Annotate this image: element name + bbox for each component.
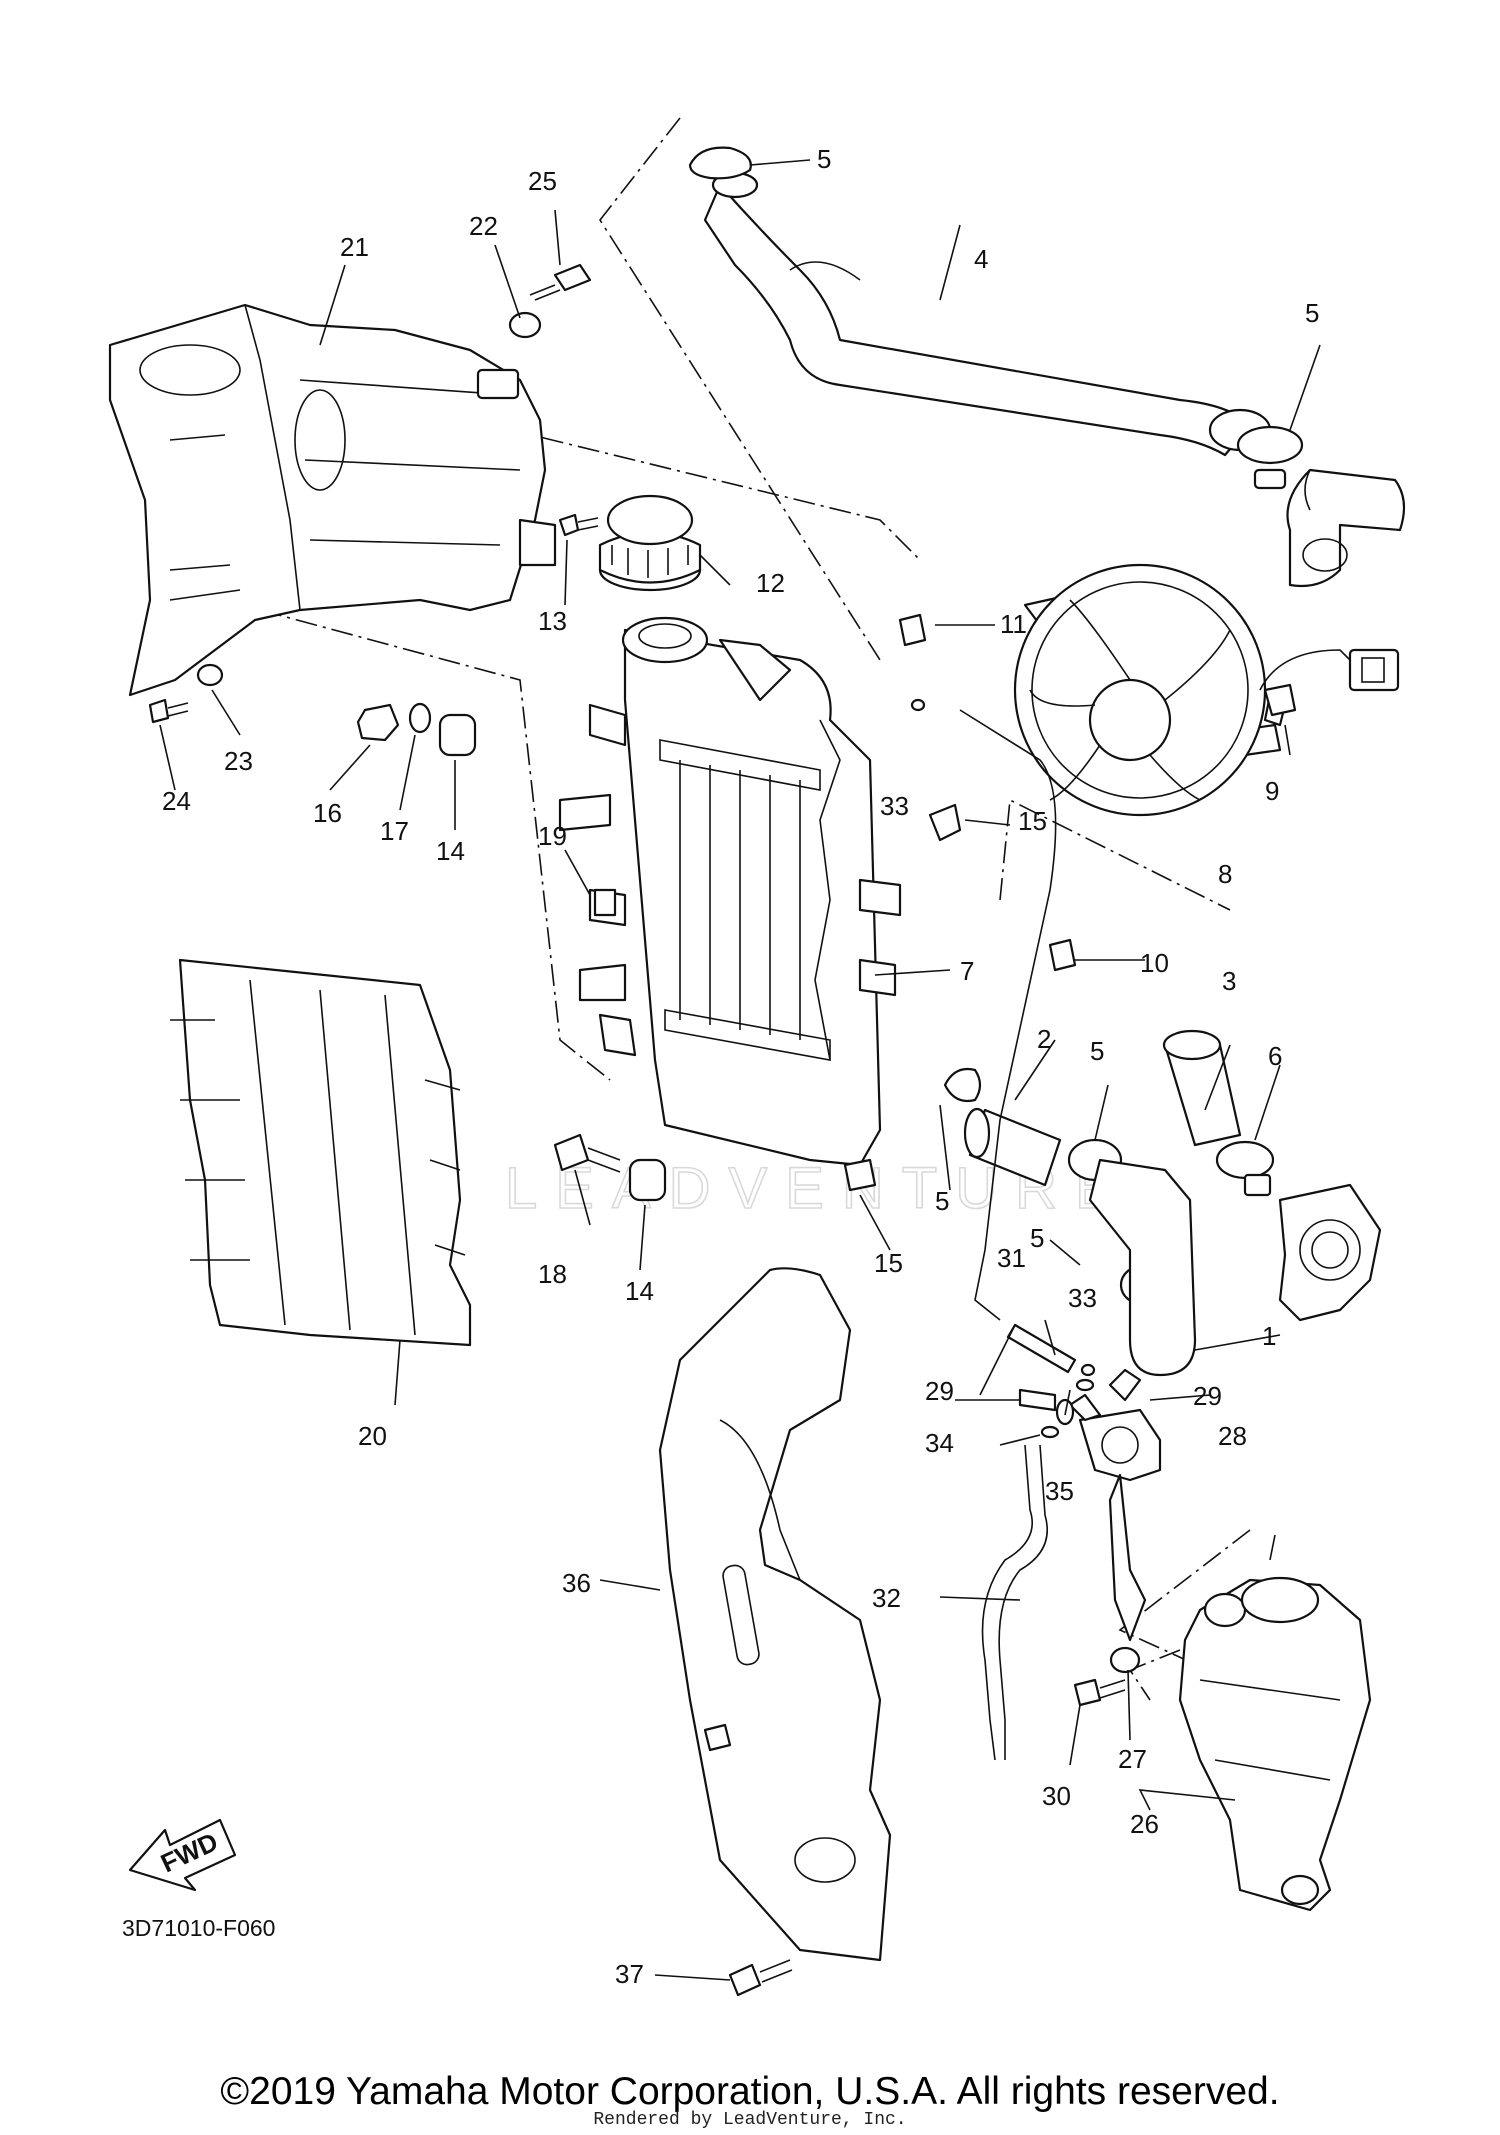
callout-29: 29 xyxy=(1193,1381,1222,1411)
callout-6: 6 xyxy=(1268,1041,1282,1071)
fwd-arrow: FWD xyxy=(128,1818,237,1892)
leader-lines xyxy=(159,159,1321,1981)
callout-27: 27 xyxy=(1118,1744,1147,1774)
callout-1: 1 xyxy=(1262,1321,1276,1351)
reservoir-tank xyxy=(1178,1576,1372,1912)
rendered-by-credit: Rendered by LeadVenture, Inc. xyxy=(593,2110,907,2130)
callout-3: 3 xyxy=(1222,966,1236,996)
thermostat-housing xyxy=(1286,468,1406,588)
callout-24: 24 xyxy=(162,786,191,816)
callout-22: 22 xyxy=(469,211,498,241)
upper-radiator-shroud xyxy=(108,303,557,697)
callout-34: 34 xyxy=(925,1428,954,1458)
callout-17: 17 xyxy=(380,816,409,846)
callout-4: 4 xyxy=(974,244,988,274)
callout-12: 12 xyxy=(756,568,785,598)
callout-26: 26 xyxy=(1130,1809,1159,1839)
water-pump-housing xyxy=(1278,1183,1382,1322)
reference-lines xyxy=(259,117,1251,1701)
callout-18: 18 xyxy=(538,1259,567,1289)
callout-33: 33 xyxy=(880,791,909,821)
lower-radiator-shroud xyxy=(170,958,472,1347)
callout-30: 30 xyxy=(1042,1781,1071,1811)
callout-28: 28 xyxy=(1218,1421,1247,1451)
callout-20: 20 xyxy=(358,1421,387,1451)
callout-5: 5 xyxy=(1030,1223,1044,1253)
callout-19: 19 xyxy=(538,821,567,851)
short-hose xyxy=(963,1107,1062,1187)
callout-10: 10 xyxy=(1140,948,1169,978)
fasteners xyxy=(148,263,1297,1997)
callout-29: 29 xyxy=(925,1376,954,1406)
callout-5: 5 xyxy=(817,144,831,174)
callout-36: 36 xyxy=(562,1568,591,1598)
callout-5: 5 xyxy=(1090,1036,1104,1066)
callout-5: 5 xyxy=(1305,298,1319,328)
copyright-notice: ©2019 Yamaha Motor Corporation, U.S.A. A… xyxy=(220,2070,1280,2113)
callout-21: 21 xyxy=(340,232,369,262)
elbow-hose xyxy=(1162,1029,1242,1147)
upper-radiator-hose xyxy=(703,171,1272,457)
callout-2: 2 xyxy=(1037,1024,1051,1054)
callout-5: 5 xyxy=(935,1186,949,1216)
callout-25: 25 xyxy=(528,166,557,196)
callout-numbers: 5 25 22 21 4 5 12 13 11 23 24 9 16 17 33… xyxy=(162,144,1319,1989)
callout-35: 35 xyxy=(1045,1476,1074,1506)
radiator-cap xyxy=(598,494,702,592)
side-cover xyxy=(658,1267,892,1962)
callout-14: 14 xyxy=(436,836,465,866)
callout-14: 14 xyxy=(625,1276,654,1306)
callout-15: 15 xyxy=(1018,806,1047,836)
callout-37: 37 xyxy=(615,1959,644,1989)
callout-11: 11 xyxy=(1000,609,1027,639)
callout-32: 32 xyxy=(872,1583,901,1613)
fitting xyxy=(1215,1140,1275,1197)
callout-7: 7 xyxy=(960,956,974,986)
callout-8: 8 xyxy=(1218,859,1232,889)
callout-16: 16 xyxy=(313,798,342,828)
callout-31: 31 xyxy=(997,1243,1026,1273)
breather-valve-assembly xyxy=(959,709,1162,1761)
callout-33: 33 xyxy=(1068,1283,1097,1313)
callout-15: 15 xyxy=(874,1248,903,1278)
callout-23: 23 xyxy=(224,746,253,776)
callout-9: 9 xyxy=(1265,776,1279,806)
lower-radiator-hose xyxy=(1088,1158,1197,1377)
diagram-code: 3D71010-F060 xyxy=(122,1915,276,1941)
cooling-fan xyxy=(1013,563,1400,817)
radiator xyxy=(558,616,902,1167)
callout-13: 13 xyxy=(538,606,567,636)
